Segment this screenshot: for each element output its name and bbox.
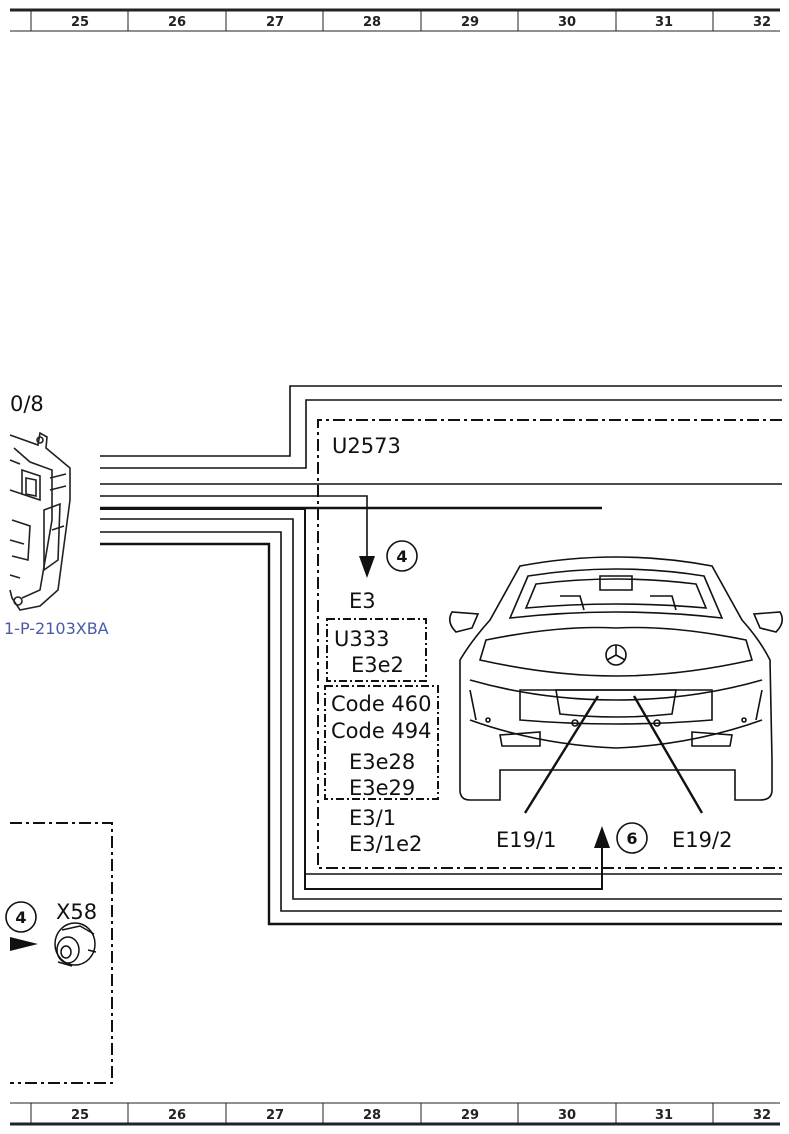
- connector-icon: [54, 922, 97, 967]
- ruler-bottom-32: 32: [753, 1108, 771, 1123]
- ref-circle-icon: [386, 540, 418, 572]
- connector-label: X58: [56, 900, 97, 924]
- box1-line2: E3e2: [351, 653, 404, 677]
- component-e3-1e2: E3/1e2: [349, 832, 422, 856]
- ruler-bottom-29: 29: [461, 1108, 479, 1123]
- ruler-bottom-26: 26: [168, 1108, 186, 1123]
- module-link[interactable]: 1-P-2103XBA: [4, 619, 109, 638]
- wire-harness: [100, 385, 782, 560]
- box2-line1: Code 460: [331, 692, 432, 716]
- control-module: [9, 431, 71, 611]
- ref-circle-icon: [616, 822, 648, 854]
- ruler-top-27: 27: [266, 15, 284, 30]
- ruler-top-25: 25: [71, 15, 89, 30]
- top-ruler: 25 26 27 28 29 30 31 32: [10, 8, 780, 32]
- ruler-top-29: 29: [461, 15, 479, 30]
- ruler-top-32: 32: [753, 15, 771, 30]
- partial-label-top: 0/8: [10, 392, 44, 416]
- ruler-top-26: 26: [168, 15, 186, 30]
- component-e3: E3: [349, 589, 376, 613]
- arrow-ref-bottom: 6: [626, 829, 637, 848]
- box2-line4: E3e29: [349, 776, 415, 800]
- component-e19-2: E19/2: [672, 828, 732, 852]
- arrow-down-icon: [359, 556, 375, 578]
- left-ref: 4: [15, 908, 26, 927]
- zone-box: [317, 419, 782, 869]
- ruler-top-30: 30: [558, 15, 576, 30]
- leader-e19-1: [523, 695, 600, 814]
- car-rear-illustration: [448, 556, 784, 801]
- ruler-bottom-31: 31: [655, 1108, 673, 1123]
- ruler-bottom-30: 30: [558, 1108, 576, 1123]
- zone-label: U2573: [332, 434, 401, 458]
- ref-circle-icon: [5, 901, 37, 933]
- ruler-top-28: 28: [363, 15, 381, 30]
- ruler-bottom-27: 27: [266, 1108, 284, 1123]
- variant-box-2: [324, 685, 439, 800]
- arrow-up-icon: [594, 826, 610, 848]
- ruler-top-31: 31: [655, 15, 673, 30]
- component-e3-1: E3/1: [349, 806, 396, 830]
- arrow-right-icon: [10, 937, 38, 951]
- leader-e19-2: [632, 695, 704, 814]
- box2-line3: E3e28: [349, 750, 415, 774]
- left-zone-box: [10, 822, 113, 1084]
- wire-harness-lower: [100, 508, 782, 926]
- box2-line2: Code 494: [331, 719, 432, 743]
- box1-line1: U333: [334, 627, 389, 651]
- arrow-ref-top: 4: [396, 547, 407, 566]
- bottom-ruler: 25 26 27 28 29 30 31 32: [10, 1102, 780, 1126]
- variant-box-1: [326, 618, 427, 682]
- ruler-bottom-25: 25: [71, 1108, 89, 1123]
- component-e19-1: E19/1: [496, 828, 556, 852]
- ruler-bottom-28: 28: [363, 1108, 381, 1123]
